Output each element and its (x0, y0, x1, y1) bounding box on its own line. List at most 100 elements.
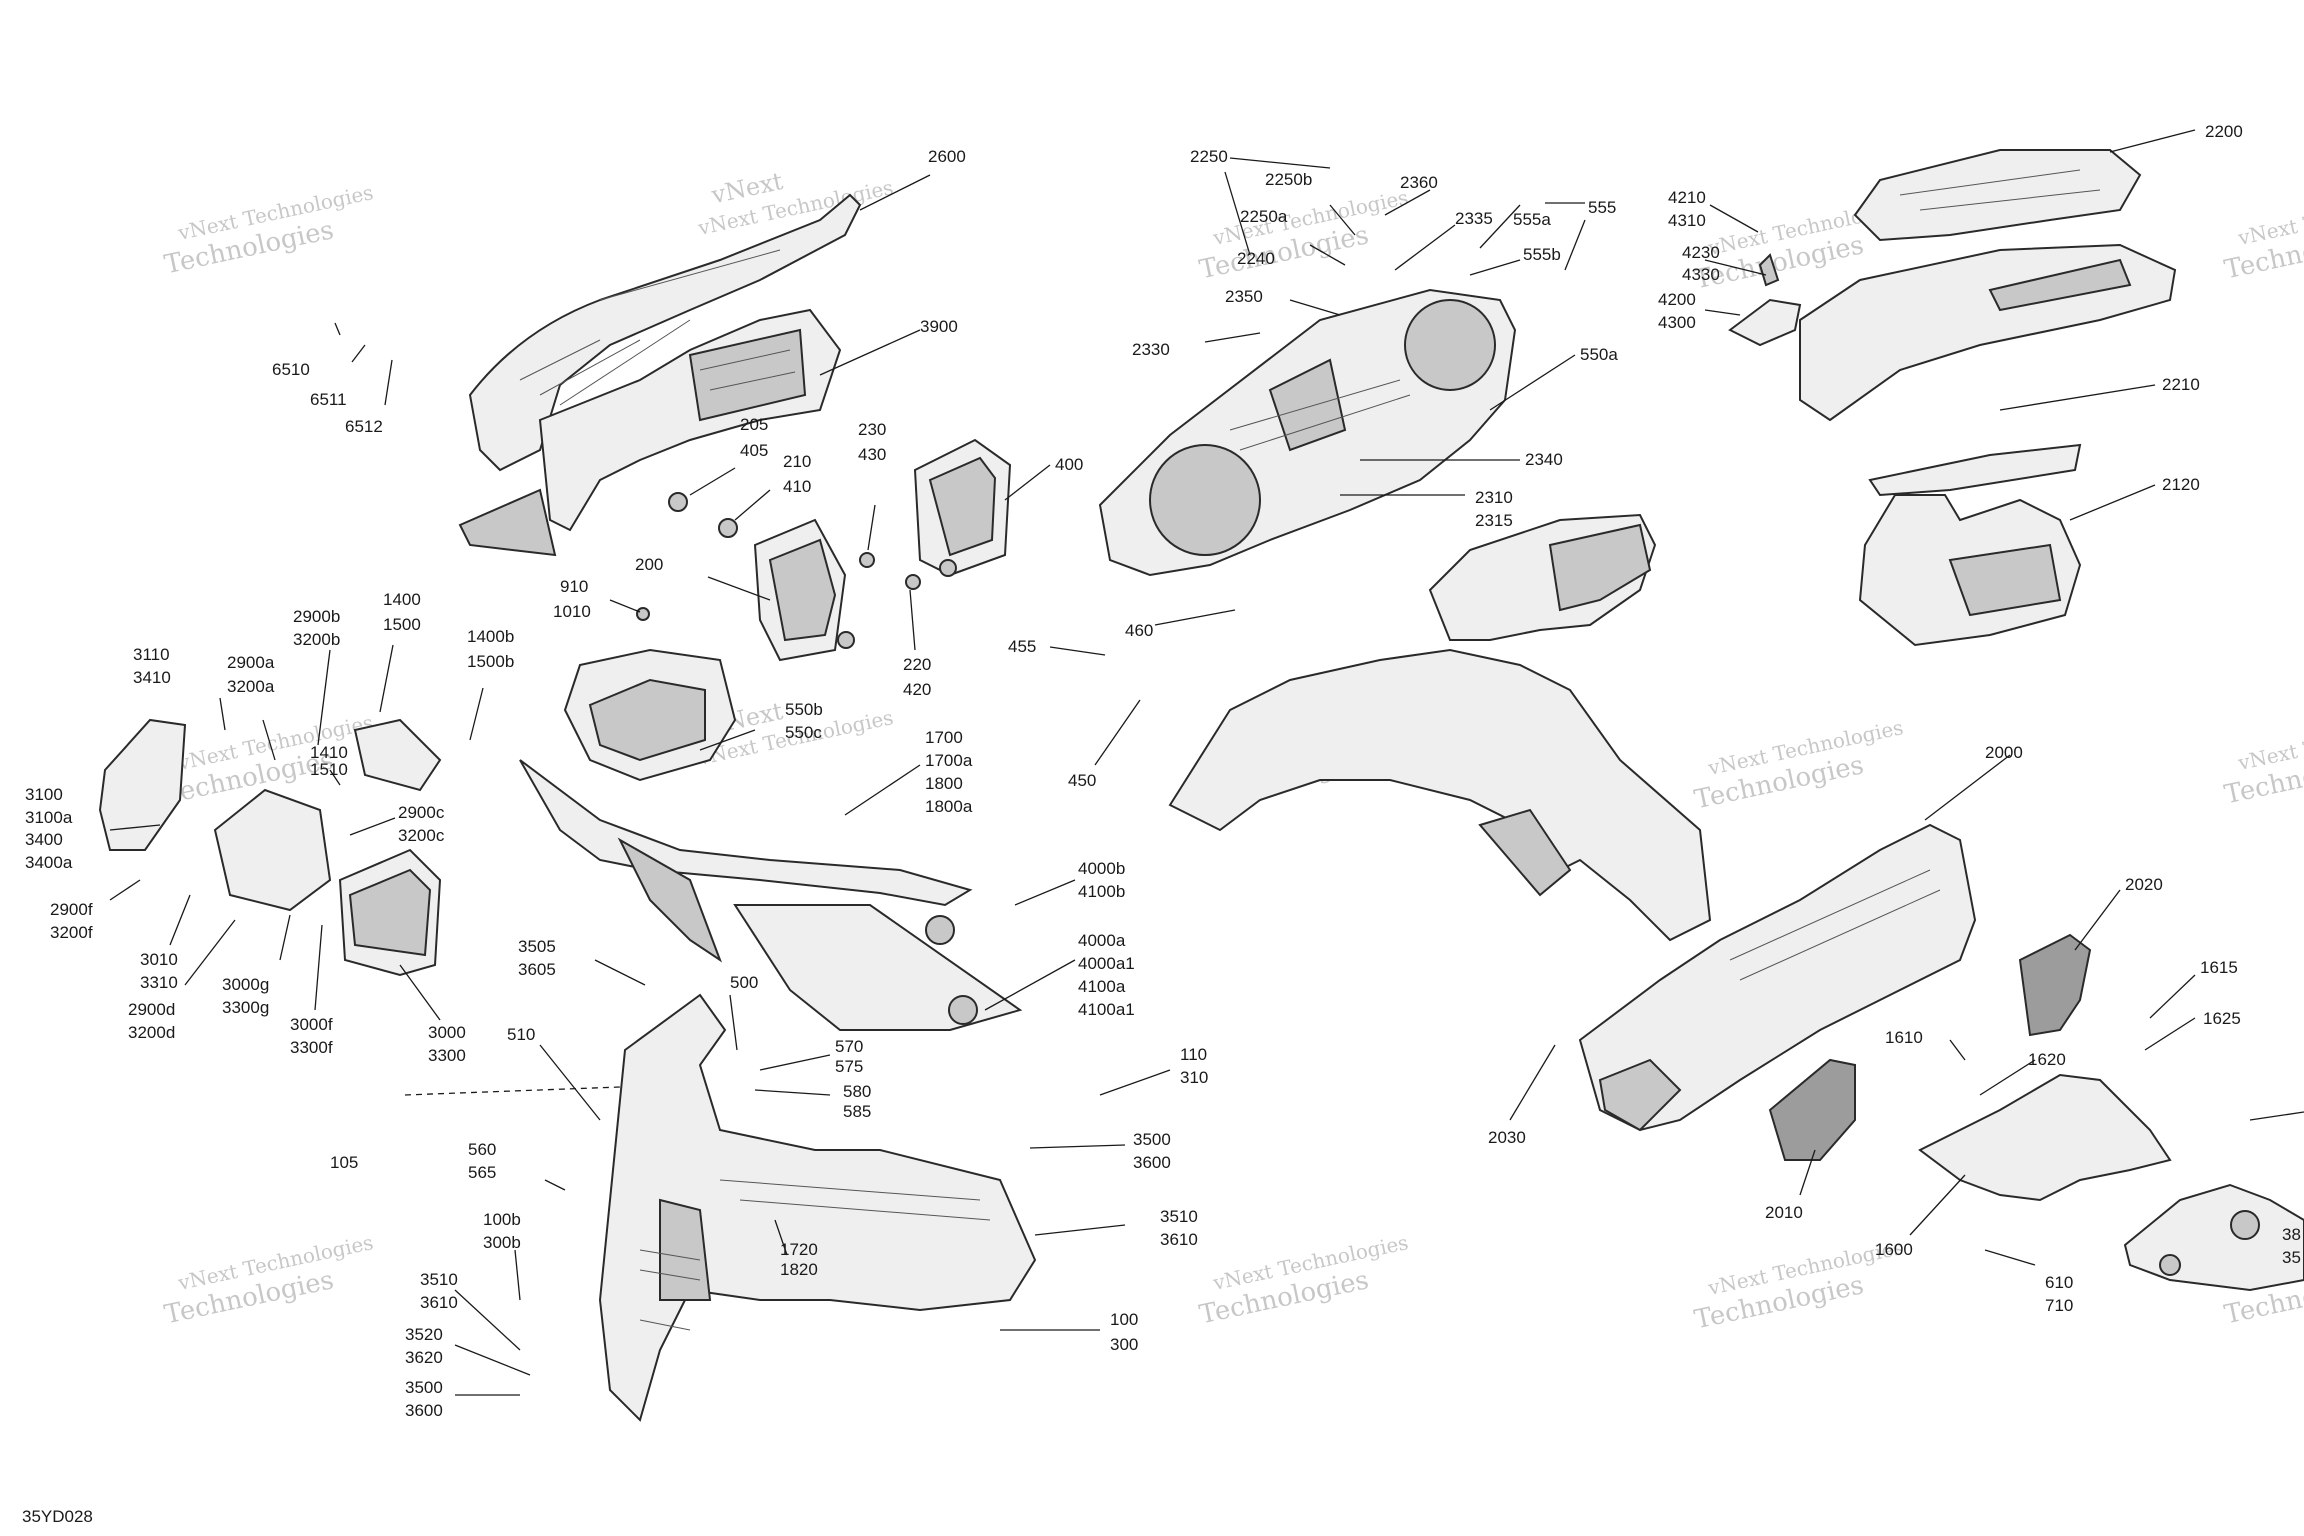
callout-230: 230 (858, 420, 886, 439)
callout-3500-left: 3500 (405, 1378, 443, 1397)
callout-3510-left: 3510 (420, 1270, 458, 1289)
callout-2600: 2600 (928, 147, 966, 166)
callout-2900b: 2900b (293, 607, 340, 626)
callout-4000a: 4000a (1078, 931, 1126, 950)
callout-3610-left: 3610 (420, 1293, 458, 1312)
callout-3200a: 3200a (227, 677, 275, 696)
callout-4100a1: 4100a1 (1078, 1000, 1135, 1019)
callout-1820: 1820 (780, 1260, 818, 1279)
callout-575: 575 (835, 1057, 863, 1076)
callout-1800a: 1800a (925, 797, 973, 816)
callout-2900c: 2900c (398, 803, 445, 822)
callout-1500b: 1500b (467, 652, 514, 671)
part-fasteners-cluster (636, 492, 957, 649)
callout-3000g: 3000g (222, 975, 269, 994)
callout-4230: 4230 (1682, 243, 1720, 262)
callout-460: 460 (1125, 621, 1153, 640)
callout-2310: 2310 (1475, 488, 1513, 507)
part-dash-frame (1098, 288, 1517, 577)
callout-1610: 1610 (1885, 1028, 1923, 1047)
callout-2340: 2340 (1525, 450, 1563, 469)
drawing-code: 35YD028 (22, 1507, 93, 1526)
callout-2250: 2250 (1190, 147, 1228, 166)
callout-3300f: 3300f (290, 1038, 333, 1057)
callout-1500: 1500 (383, 615, 421, 634)
callout-3000f: 3000f (290, 1015, 333, 1034)
parts (98, 149, 2304, 1422)
callout-1600: 1600 (1875, 1240, 1913, 1259)
callout-4310: 4310 (1668, 211, 1706, 230)
callout-3520: 3520 (405, 1325, 443, 1344)
callout-510: 510 (507, 1025, 535, 1044)
callout-38-cropped: 38 (2282, 1225, 2301, 1244)
callout-420: 420 (903, 680, 931, 699)
part-headlight-housing (563, 648, 737, 782)
callout-3900: 3900 (920, 317, 958, 336)
part-lower-fairing (598, 993, 1037, 1422)
callout-450: 450 (1068, 771, 1096, 790)
callout-4210: 4210 (1668, 188, 1706, 207)
watermark: vNext Technologies Technologies (2222, 185, 2304, 285)
callout-6512: 6512 (345, 417, 383, 436)
callout-3620: 3620 (405, 1348, 443, 1367)
callout-6511: 6511 (310, 390, 347, 409)
callout-3110: 3110 (133, 645, 170, 664)
callout-100: 100 (1110, 1310, 1138, 1329)
callout-585: 585 (843, 1102, 871, 1121)
callout-550a: 550a (1580, 345, 1618, 364)
callout-555: 555 (1588, 198, 1616, 217)
part-headlight-bracket-right (913, 438, 1012, 577)
callout-570: 570 (835, 1037, 863, 1056)
callout-1700: 1700 (925, 728, 963, 747)
part-storage-bin (1858, 494, 2082, 647)
callout-105: 105 (330, 1153, 358, 1172)
part-inner-frame (538, 308, 842, 532)
callout-410: 410 (783, 477, 811, 496)
callout-3100: 3100 (25, 785, 63, 804)
callout-400: 400 (1055, 455, 1083, 474)
watermark: vNext Technologies Technologies (2222, 710, 2304, 810)
callout-2240: 2240 (1237, 249, 1275, 268)
leader-lines (109, 129, 2304, 1396)
callout-1400: 1400 (383, 590, 421, 609)
callout-3500-right: 3500 (1133, 1130, 1171, 1149)
callout-1700a: 1700a (925, 751, 973, 770)
callout-710: 710 (2045, 1296, 2073, 1315)
callout-3605: 3605 (518, 960, 556, 979)
part-lower-dash (1578, 823, 1977, 1132)
callout-3310: 3310 (140, 973, 178, 992)
callout-3610-right: 3610 (1160, 1230, 1198, 1249)
callout-2335: 2335 (1455, 209, 1493, 228)
callout-1615: 1615 (2200, 958, 2238, 977)
callout-3510-right: 3510 (1160, 1207, 1198, 1226)
callout-4000a1: 4000a1 (1078, 954, 1135, 973)
callout-555a: 555a (1513, 210, 1551, 229)
callout-550b: 550b (785, 700, 823, 719)
callout-4000b: 4000b (1078, 859, 1125, 878)
callout-200: 200 (635, 555, 663, 574)
part-small-bracket (1728, 253, 1802, 347)
part-upper-fairing (458, 193, 862, 557)
callout-2360: 2360 (1400, 173, 1438, 192)
callout-1010: 1010 (553, 602, 591, 621)
callout-3600-left: 3600 (405, 1401, 443, 1420)
callout-3010: 3010 (140, 950, 178, 969)
part-left-mirror-assembly (98, 718, 442, 977)
callout-1800: 1800 (925, 774, 963, 793)
callout-550c: 550c (785, 723, 822, 742)
watermark: vNext Technologies Technologies (162, 1230, 375, 1330)
callout-205: 205 (740, 415, 768, 434)
callout-3300g: 3300g (222, 998, 269, 1017)
part-side-trim (519, 759, 973, 963)
callout-210: 210 (783, 452, 811, 471)
callout-2120: 2120 (2162, 475, 2200, 494)
callout-4100a: 4100a (1078, 977, 1126, 996)
callout-labels: 2600 3900 6510 6511 6512 205 405 210 410… (25, 122, 2301, 1420)
callout-565: 565 (468, 1163, 496, 1182)
watermark: vNext Technologies Technologies (1692, 715, 1905, 815)
callout-1400b: 1400b (467, 627, 514, 646)
callout-580: 580 (843, 1082, 871, 1101)
callout-455: 455 (1008, 637, 1036, 656)
callout-555b: 555b (1523, 245, 1561, 264)
